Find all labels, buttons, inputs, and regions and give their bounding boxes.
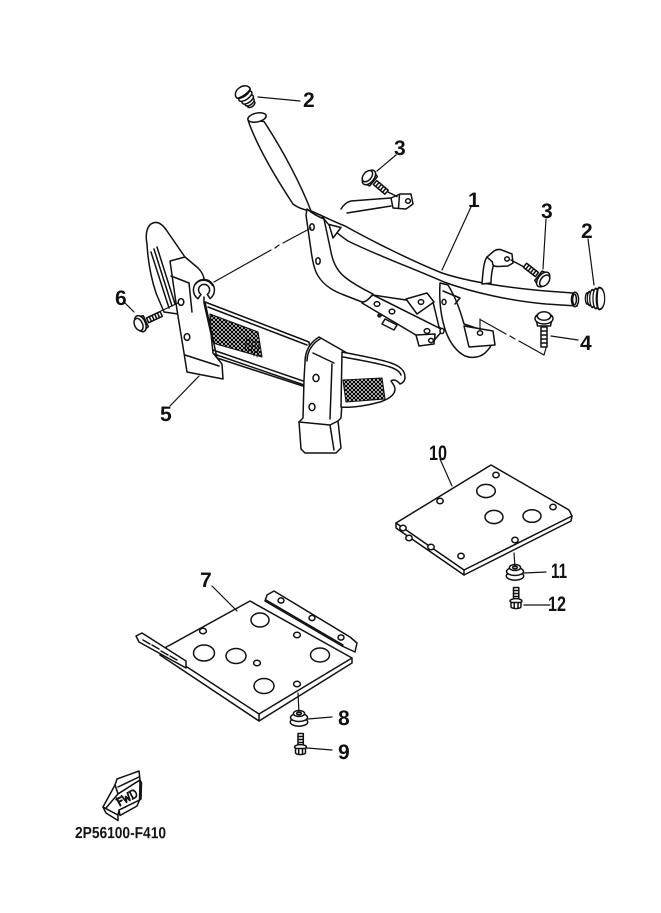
svg-text:3: 3 <box>394 137 406 160</box>
svg-text:2: 2 <box>581 220 593 243</box>
svg-text:1: 1 <box>468 189 480 212</box>
svg-text:9: 9 <box>338 741 350 764</box>
svg-text:6: 6 <box>115 287 127 310</box>
svg-text:5: 5 <box>160 403 172 426</box>
svg-text:2P56100-F410: 2P56100-F410 <box>75 825 166 842</box>
svg-text:8: 8 <box>338 707 350 730</box>
svg-text:12: 12 <box>548 593 566 616</box>
svg-text:3: 3 <box>541 200 553 223</box>
svg-text:11: 11 <box>551 560 567 583</box>
svg-text:4: 4 <box>580 332 592 355</box>
svg-text:7: 7 <box>200 569 212 592</box>
svg-text:10: 10 <box>429 442 447 465</box>
svg-text:2: 2 <box>303 89 315 112</box>
